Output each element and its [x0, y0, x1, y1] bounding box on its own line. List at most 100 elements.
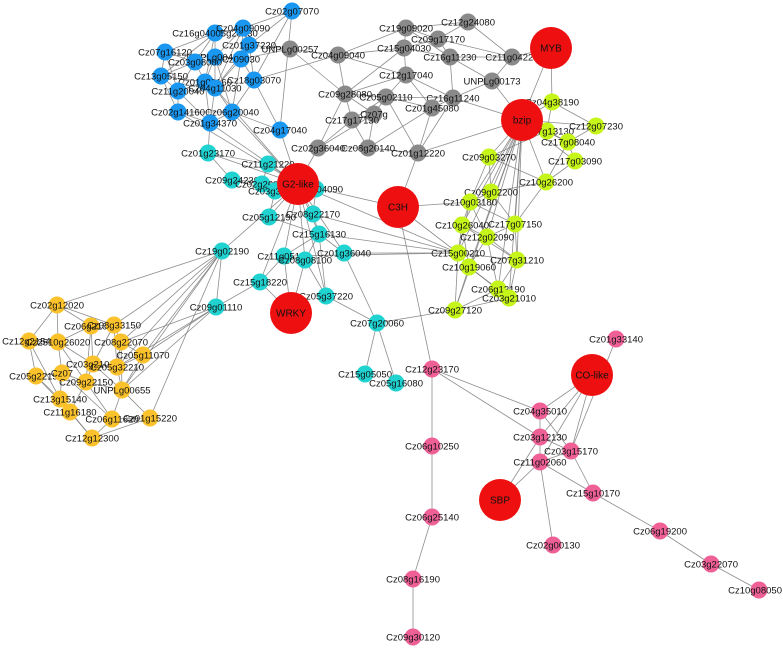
gene-node-circle[interactable]	[108, 358, 126, 376]
gene-node-circle[interactable]	[562, 442, 580, 460]
gene-node[interactable]: Cz09030	[222, 50, 260, 68]
gene-node-circle[interactable]	[251, 273, 269, 291]
gene-node[interactable]: Cz07	[51, 364, 73, 382]
gene-node[interactable]: Cz05g02110	[359, 88, 413, 106]
hub-node-circle[interactable]	[479, 479, 521, 521]
gene-node[interactable]: Cz05g11070	[116, 346, 170, 364]
gene-node[interactable]: Cz04g09090	[216, 19, 270, 37]
gene-node-circle[interactable]	[207, 298, 225, 316]
gene-node[interactable]: Cz02g14160	[151, 103, 205, 121]
gene-node-circle[interactable]	[429, 30, 447, 48]
gene-node[interactable]: Cz08g33150	[87, 316, 141, 334]
gene-node[interactable]: Cz03g15170	[544, 442, 598, 460]
gene-node-circle[interactable]	[103, 410, 121, 428]
gene-node-circle[interactable]	[53, 364, 71, 382]
gene-node[interactable]: Cz10g03180	[443, 193, 497, 211]
gene-node[interactable]: Cz13g15140	[33, 390, 87, 408]
gene-node-circle[interactable]	[584, 484, 602, 502]
gene-node-circle[interactable]	[232, 50, 250, 68]
gene-node[interactable]: Cz05g12190	[242, 208, 296, 226]
gene-node[interactable]: Cz08g22170	[286, 205, 340, 223]
gene-node-circle[interactable]	[223, 171, 241, 189]
gene-node-circle[interactable]	[404, 628, 422, 646]
gene-node[interactable]: Cz15g16130	[292, 225, 346, 243]
hub-node-myb[interactable]: MYB	[530, 27, 572, 69]
gene-node-circle[interactable]	[83, 429, 101, 447]
gene-node-circle[interactable]	[461, 193, 479, 211]
gene-node[interactable]: Cz05g32210	[90, 358, 144, 376]
hub-node-circle[interactable]	[270, 292, 312, 334]
gene-node[interactable]: Cz17g03090	[548, 152, 602, 170]
gene-node[interactable]: Cz08g20140	[341, 139, 395, 157]
gene-node-circle[interactable]	[365, 105, 383, 123]
gene-node[interactable]: Cz11g20040	[151, 82, 205, 100]
gene-node[interactable]: Cz15g00210	[431, 244, 485, 262]
gene-node-circle[interactable]	[377, 88, 395, 106]
gene-node[interactable]: Cz07g	[360, 105, 388, 123]
gene-node[interactable]: Cz12g21540	[2, 332, 56, 350]
gene-node[interactable]: Cz01g12220	[391, 144, 445, 162]
gene-node-circle[interactable]	[240, 36, 258, 54]
gene-node[interactable]: Cz07g31210	[490, 251, 544, 269]
gene-node[interactable]: Cz09g27120	[428, 301, 482, 319]
gene-node[interactable]: Cz08g08100	[278, 251, 332, 269]
gene-node-circle[interactable]	[423, 437, 441, 455]
gene-node[interactable]: Cz04g35010	[513, 402, 567, 420]
gene-node[interactable]: Cz01g34370	[183, 114, 237, 132]
gene-node[interactable]: Cz02g26060	[235, 175, 289, 193]
hub-node-circle[interactable]	[571, 354, 613, 396]
gene-node-circle[interactable]	[397, 66, 415, 84]
gene-node[interactable]: UNPLg00454	[187, 48, 244, 66]
gene-node[interactable]: Cz15g04030	[377, 39, 431, 57]
gene-node[interactable]: Cz04g11030	[188, 79, 242, 97]
gene-node-circle[interactable]	[544, 536, 562, 554]
gene-node-circle[interactable]	[206, 48, 224, 66]
gene-node[interactable]: Cz08g22070	[94, 333, 148, 351]
gene-node[interactable]: Cz09g30120	[386, 628, 440, 646]
gene-node-circle[interactable]	[51, 390, 69, 408]
gene-node-circle[interactable]	[359, 139, 377, 157]
gene-node[interactable]: Cz02g00130	[526, 536, 580, 554]
gene-node-circle[interactable]	[112, 333, 130, 351]
gene-node[interactable]: Cz07g20060	[350, 314, 404, 332]
gene-node[interactable]: Cz10g08050	[728, 581, 782, 599]
gene-node-circle[interactable]	[702, 555, 720, 573]
gene-node[interactable]: Cz07g16120	[138, 43, 192, 61]
gene-node-circle[interactable]	[82, 317, 100, 335]
gene-node-circle[interactable]	[245, 71, 263, 89]
gene-node-circle[interactable]	[309, 139, 327, 157]
gene-node[interactable]: Cz03g21010	[482, 289, 536, 307]
gene-node-circle[interactable]	[275, 247, 293, 265]
gene-node[interactable]: Cz11g05120	[257, 247, 311, 265]
gene-node[interactable]: Cz09g28080	[318, 85, 372, 103]
gene-node[interactable]: Cz02g12020	[30, 296, 84, 314]
gene-node[interactable]: Cz18g03070	[227, 71, 281, 89]
gene-node[interactable]: Cz16g11230	[423, 48, 477, 66]
gene-node-circle[interactable]	[500, 289, 518, 307]
gene-node-circle[interactable]	[27, 367, 45, 385]
gene-node[interactable]: Cz12g07230	[569, 117, 623, 135]
gene-node-circle[interactable]	[460, 258, 478, 276]
gene-node[interactable]: Cz01g36040	[317, 244, 371, 262]
hub-node-colike[interactable]: CO-like	[571, 354, 613, 396]
gene-node-circle[interactable]	[260, 208, 278, 226]
gene-node[interactable]: Cz10g19060	[442, 258, 496, 276]
gene-node[interactable]: Cz16g11240	[426, 89, 480, 107]
gene-node[interactable]: Cz02g36040	[291, 139, 345, 157]
gene-node[interactable]: Cz17g17130	[325, 111, 379, 129]
gene-node[interactable]: Cz19g09020	[379, 19, 433, 37]
hub-node-bzip[interactable]: bzip	[501, 99, 543, 141]
hub-node-circle[interactable]	[530, 27, 572, 69]
gene-node[interactable]: Cz09g02200	[464, 183, 518, 201]
gene-node[interactable]: Cz15g18220	[233, 273, 287, 291]
gene-node[interactable]: Cz10g26040	[435, 216, 489, 234]
gene-node[interactable]: Cz15g10170	[566, 484, 620, 502]
gene-node[interactable]: Cz10g26200	[519, 173, 573, 191]
gene-node-circle[interactable]	[206, 79, 224, 97]
gene-node-circle[interactable]	[271, 121, 289, 139]
gene-node-circle[interactable]	[508, 251, 526, 269]
gene-node-circle[interactable]	[368, 314, 386, 332]
gene-node-circle[interactable]	[61, 403, 79, 421]
gene-node-circle[interactable]	[566, 152, 584, 170]
gene-node[interactable]: Cz09g01110	[190, 298, 242, 316]
